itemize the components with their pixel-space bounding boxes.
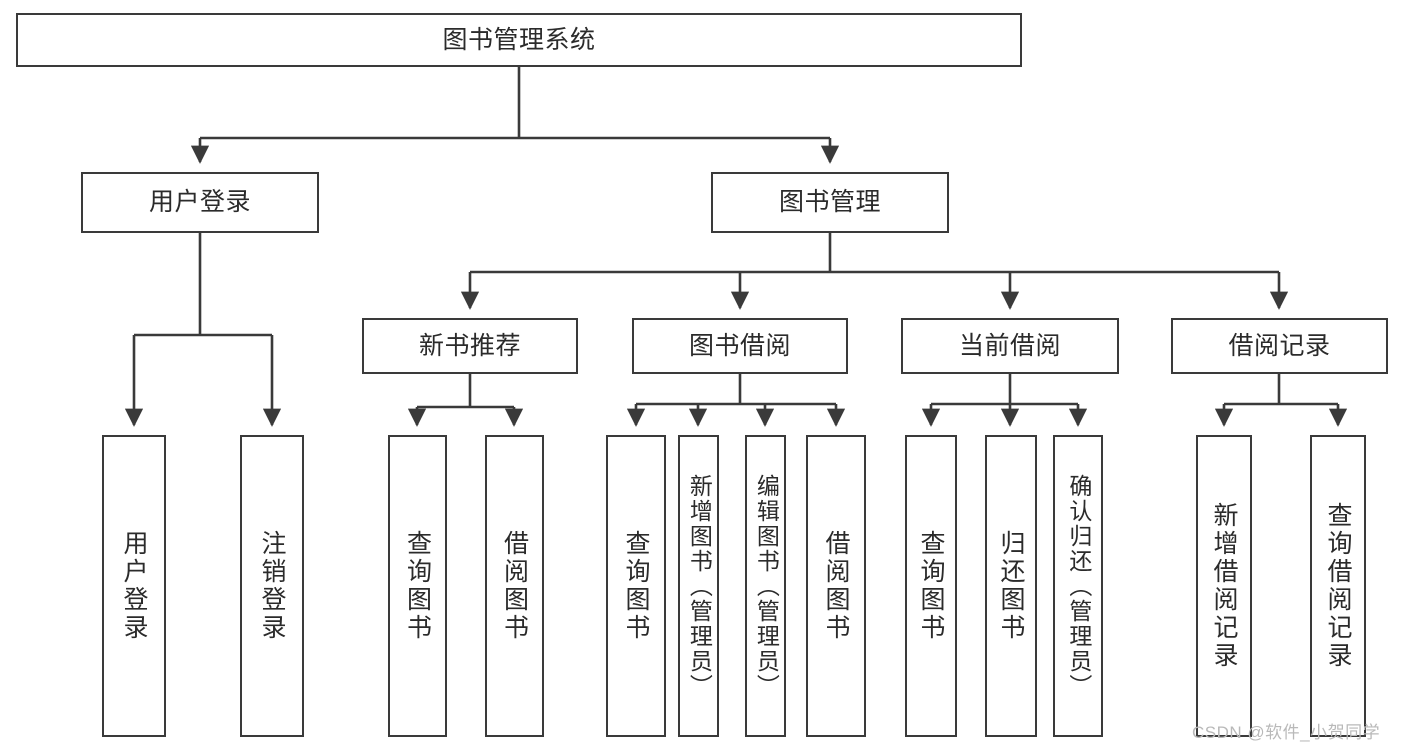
- node-label: 查询图书: [622, 530, 650, 642]
- leaf-query-book-borrow[interactable]: 查询图书: [606, 435, 666, 737]
- node-label: 注销登录: [258, 530, 286, 642]
- node-book-manage[interactable]: 图书管理: [711, 172, 949, 233]
- leaf-add-book-admin[interactable]: 新增图书（管理员）: [678, 435, 719, 737]
- node-label: 图书管理: [778, 188, 881, 216]
- leaf-add-borrow-record[interactable]: 新增借阅记录: [1196, 435, 1252, 737]
- node-label: 图书借阅: [688, 331, 791, 360]
- watermark: CSDN @软件_小贺同学: [1192, 723, 1381, 742]
- node-borrow-record[interactable]: 借阅记录: [1171, 318, 1388, 374]
- leaf-user-login[interactable]: 用户登录: [102, 435, 166, 737]
- node-label: 新增借阅记录: [1210, 502, 1238, 670]
- leaf-confirm-return-admin[interactable]: 确认归还（管理员）: [1053, 435, 1103, 737]
- node-root-system[interactable]: 图书管理系统: [16, 13, 1022, 67]
- node-label: 当前借阅: [958, 331, 1061, 360]
- leaf-query-book-recommend[interactable]: 查询图书: [388, 435, 447, 737]
- node-new-book-recommend[interactable]: 新书推荐: [362, 318, 578, 374]
- leaf-borrow-book-recommend[interactable]: 借阅图书: [485, 435, 544, 737]
- node-label: 编辑图书（管理员）: [753, 473, 780, 699]
- leaf-query-borrow-record[interactable]: 查询借阅记录: [1310, 435, 1366, 737]
- node-label: 用户登录: [148, 188, 251, 216]
- node-user-login[interactable]: 用户登录: [81, 172, 319, 233]
- node-label: 图书管理系统: [442, 25, 596, 54]
- node-label: 借阅图书: [500, 530, 529, 642]
- node-label: 查询图书: [917, 530, 945, 642]
- node-label: 借阅图书: [822, 530, 850, 642]
- node-label: 用户登录: [120, 530, 148, 642]
- node-label: 查询借阅记录: [1324, 502, 1352, 670]
- leaf-query-book-current[interactable]: 查询图书: [905, 435, 957, 737]
- leaf-edit-book-admin[interactable]: 编辑图书（管理员）: [745, 435, 786, 737]
- node-current-borrow[interactable]: 当前借阅: [901, 318, 1119, 374]
- node-book-borrow[interactable]: 图书借阅: [632, 318, 848, 374]
- leaf-return-book[interactable]: 归还图书: [985, 435, 1037, 737]
- node-label: 查询图书: [403, 530, 432, 642]
- node-label: 借阅记录: [1228, 331, 1331, 360]
- node-label: 新增图书（管理员）: [686, 473, 713, 699]
- leaf-borrow-book-borrow[interactable]: 借阅图书: [806, 435, 866, 737]
- leaf-logout-login[interactable]: 注销登录: [240, 435, 304, 737]
- node-label: 归还图书: [997, 530, 1025, 642]
- node-label: 新书推荐: [418, 331, 521, 360]
- node-label: 确认归还（管理员）: [1065, 473, 1092, 699]
